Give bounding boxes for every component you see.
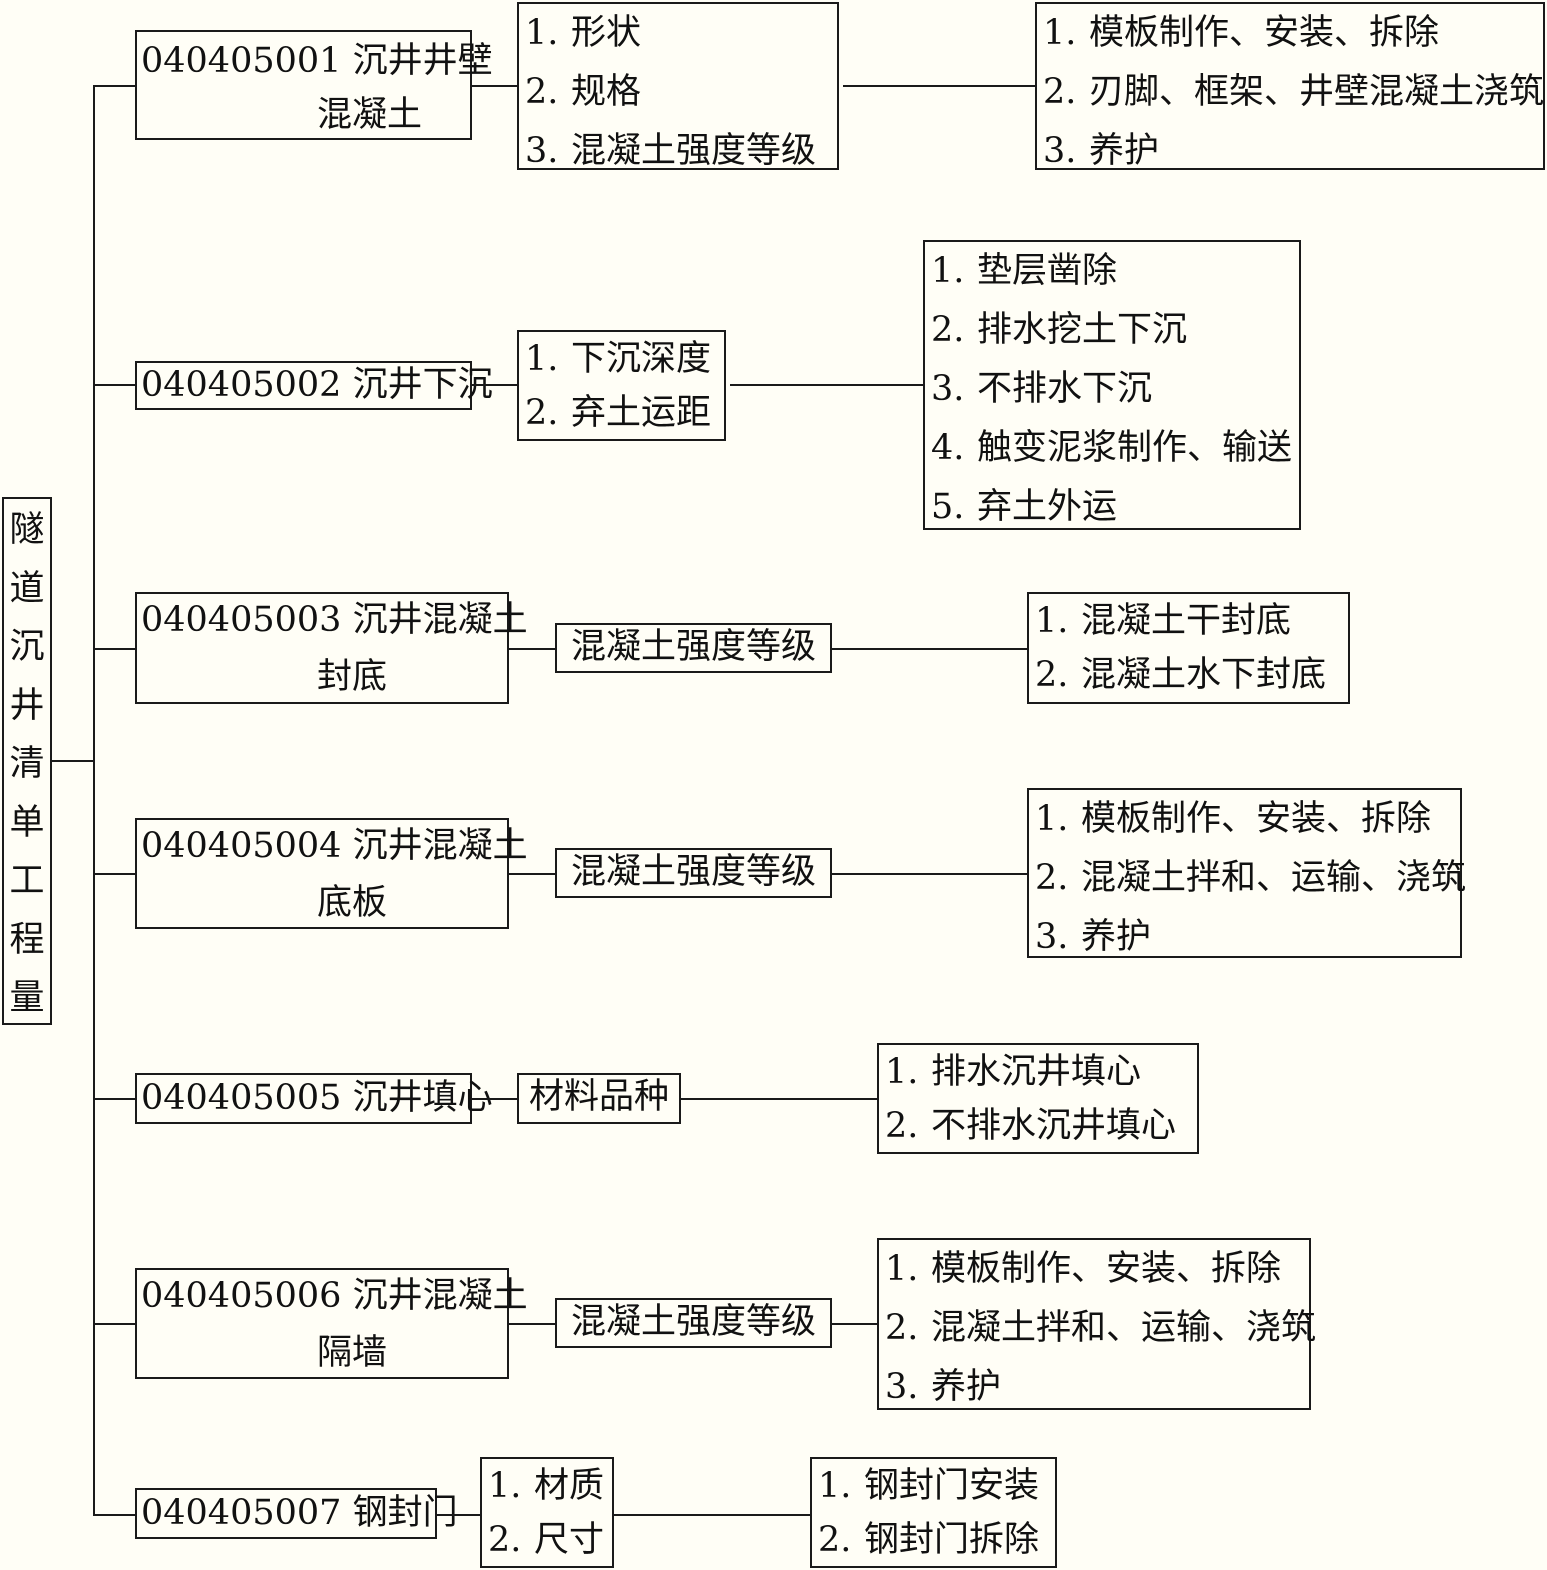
feature-item: 2.规格 bbox=[525, 72, 642, 112]
root-label: 隧道沉井清单工程量 bbox=[4, 499, 50, 1028]
item-node: 040405006 沉井混凝土 隔墙 bbox=[135, 1268, 528, 1379]
work-connector bbox=[832, 1323, 878, 1325]
work-item: 1.排水沉井填心 bbox=[885, 1052, 1142, 1092]
feature-single-box: 混凝土强度等级 bbox=[555, 848, 832, 898]
work-item: 2.刃脚、框架、井壁混凝土浇筑 bbox=[1043, 72, 1545, 112]
feature-item: 3.混凝土强度等级 bbox=[525, 131, 817, 171]
works-box: 1.垫层凿除 2.排水挖土下沉 3.不排水下沉 4.触变泥浆制作、输送 5.弃土… bbox=[923, 240, 1301, 530]
work-item: 1.钢封门安装 bbox=[818, 1466, 1040, 1506]
branch-connector bbox=[93, 1323, 136, 1325]
work-item: 3.养护 bbox=[885, 1367, 1002, 1407]
item-code-name: 040405003 沉井混凝土 bbox=[141, 600, 528, 640]
item-node: 040405001 沉井井壁 混凝土 bbox=[135, 30, 493, 140]
item-code-name: 040405007 钢封门 bbox=[141, 1493, 458, 1533]
branch-connector bbox=[93, 384, 136, 386]
root-label-char: 清 bbox=[9, 744, 45, 784]
work-item: 2.混凝土拌和、运输、浇筑 bbox=[885, 1308, 1317, 1348]
work-item: 4.触变泥浆制作、输送 bbox=[931, 428, 1293, 468]
feature-connector bbox=[472, 85, 518, 87]
branch-connector bbox=[93, 1098, 136, 1100]
work-item: 3.不排水下沉 bbox=[931, 369, 1153, 409]
root-label-char: 程 bbox=[9, 919, 45, 960]
work-connector bbox=[681, 1098, 879, 1100]
feature-single-box: 混凝土强度等级 bbox=[555, 623, 832, 673]
feature-item: 1.材质 bbox=[488, 1466, 605, 1506]
branch-connector bbox=[93, 648, 136, 650]
item-name-line2: 封底 bbox=[317, 657, 388, 697]
item-name-line2: 底板 bbox=[317, 883, 388, 923]
work-item: 2.混凝土拌和、运输、浇筑 bbox=[1035, 858, 1467, 898]
works-box: 1.模板制作、安装、拆除 2.刃脚、框架、井壁混凝土浇筑 3.养护 bbox=[1035, 2, 1545, 171]
root-connector bbox=[52, 760, 94, 762]
feature-connector bbox=[509, 648, 556, 650]
feature-connector bbox=[472, 384, 518, 386]
feature-connector bbox=[509, 873, 556, 875]
root-label-char: 隧 bbox=[9, 510, 45, 550]
work-connector bbox=[832, 648, 1028, 650]
root-label-char: 道 bbox=[9, 568, 45, 609]
item-node: 040405004 沉井混凝土 底板 bbox=[135, 818, 528, 929]
branch-connector bbox=[93, 1514, 136, 1516]
item-code-name: 040405005 沉井填心 bbox=[141, 1078, 493, 1118]
work-item: 2.不排水沉井填心 bbox=[885, 1106, 1177, 1146]
work-item: 1.垫层凿除 bbox=[931, 251, 1118, 291]
features-box: 1.下沉深度 2.弃土运距 bbox=[517, 330, 726, 441]
root-label-char: 井 bbox=[9, 685, 45, 726]
work-item: 1.模板制作、安装、拆除 bbox=[1043, 13, 1440, 53]
works-box: 1.排水沉井填心 2.不排水沉井填心 bbox=[877, 1043, 1199, 1154]
work-item: 2.钢封门拆除 bbox=[818, 1520, 1040, 1560]
item-node: 040405002 沉井下沉 bbox=[135, 361, 493, 410]
work-item: 2.混凝土水下封底 bbox=[1035, 655, 1327, 695]
root-label-char: 沉 bbox=[9, 627, 45, 667]
feature-connector bbox=[437, 1514, 481, 1516]
item-node: 040405003 沉井混凝土 封底 bbox=[135, 592, 528, 704]
feature-item: 1.形状 bbox=[525, 13, 642, 53]
item-name-line2: 混凝土 bbox=[317, 95, 423, 135]
work-item: 1.模板制作、安装、拆除 bbox=[1035, 799, 1432, 839]
item-code-name: 040405002 沉井下沉 bbox=[141, 365, 493, 405]
item-code-name: 040405001 沉井井壁 bbox=[141, 41, 493, 81]
feature-item: 2.弃土运距 bbox=[525, 393, 712, 433]
work-connector bbox=[614, 1514, 811, 1516]
works-box: 1.混凝土干封底 2.混凝土水下封底 bbox=[1027, 592, 1350, 704]
feature-item: 1.下沉深度 bbox=[525, 339, 712, 379]
features-box: 1.形状 2.规格 3.混凝土强度等级 bbox=[517, 2, 839, 171]
item-node: 040405005 沉井填心 bbox=[135, 1073, 493, 1124]
works-box: 1.模板制作、安装、拆除 2.混凝土拌和、运输、浇筑 3.养护 bbox=[877, 1238, 1317, 1410]
work-item: 3.养护 bbox=[1043, 131, 1160, 171]
root-label-char: 量 bbox=[9, 978, 45, 1018]
feature-item: 2.尺寸 bbox=[488, 1520, 605, 1560]
feature-connector bbox=[509, 1323, 556, 1325]
work-connector bbox=[832, 873, 1028, 875]
item-code-name: 040405004 沉井混凝土 bbox=[141, 826, 528, 866]
item-node: 040405007 钢封门 bbox=[135, 1488, 458, 1539]
branch-connector bbox=[93, 85, 136, 87]
branch-connector bbox=[93, 873, 136, 875]
feature-single-box: 混凝土强度等级 bbox=[555, 1298, 832, 1348]
root-label-char: 工 bbox=[9, 861, 45, 901]
feature-connector bbox=[472, 1098, 518, 1100]
works-box: 1.模板制作、安装、拆除 2.混凝土拌和、运输、浇筑 3.养护 bbox=[1027, 788, 1467, 958]
root-label-char: 单 bbox=[9, 802, 45, 843]
root-node: 隧道沉井清单工程量 bbox=[2, 497, 52, 1025]
work-item: 1.混凝土干封底 bbox=[1035, 601, 1292, 641]
item-code-name: 040405006 沉井混凝土 bbox=[141, 1276, 528, 1316]
work-item: 2.排水挖土下沉 bbox=[931, 310, 1188, 350]
work-item: 5.弃土外运 bbox=[931, 487, 1118, 527]
item-name-line2: 隔墙 bbox=[317, 1333, 388, 1373]
work-item: 3.养护 bbox=[1035, 917, 1152, 957]
work-connector bbox=[843, 85, 1036, 87]
trunk-line bbox=[93, 85, 95, 1515]
features-box: 1.材质 2.尺寸 bbox=[480, 1457, 614, 1568]
work-item: 1.模板制作、安装、拆除 bbox=[885, 1249, 1282, 1289]
feature-single-box: 材料品种 bbox=[517, 1073, 681, 1124]
works-box: 1.钢封门安装 2.钢封门拆除 bbox=[810, 1457, 1057, 1568]
work-connector bbox=[730, 384, 924, 386]
